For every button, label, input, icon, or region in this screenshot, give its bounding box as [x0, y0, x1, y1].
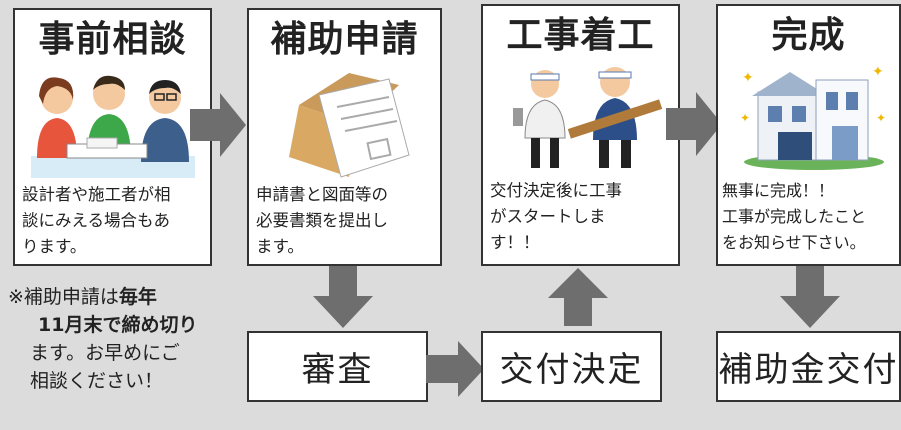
step-desc-line: す！！	[490, 233, 540, 252]
workers-illustration	[513, 67, 663, 168]
house-illustration: ✦ ✦ ✦ ✦	[740, 64, 886, 170]
step-desc-line: 工事が完成したこと	[722, 207, 867, 226]
review-label: 審査	[301, 350, 374, 390]
documents-illustration	[289, 73, 410, 178]
grant-decision-label: 交付決定	[499, 350, 644, 390]
step-desc-line: 談にみえる場合もあ	[22, 211, 171, 230]
review-box: 審査	[247, 331, 428, 402]
subsidy-payment-label: 補助金交付	[718, 350, 899, 390]
grant-decision-box: 交付決定	[481, 331, 662, 402]
arrow-down-icon	[780, 266, 840, 328]
step-desc-line: ります。	[22, 237, 87, 256]
step-desc-line: ます。	[256, 237, 304, 256]
arrow-right-icon	[666, 92, 722, 156]
step-completion-box: 完成 ✦ ✦ ✦ ✦ 無事に完成！！ 工事が完成したこと をお知らせ下さい。	[716, 4, 901, 266]
step-desc-line: 無事に完成！！	[722, 181, 835, 200]
step-desc-line: 必要書類を提出し	[256, 211, 388, 230]
step-desc-line: 交付決定後に工事	[490, 181, 622, 200]
step-desc-line: がスタートしま	[490, 207, 606, 226]
svg-text:✦: ✦	[872, 64, 884, 80]
note-line: ます。お早めにご	[30, 342, 180, 364]
step-desc-line: をお知らせ下さい。	[722, 233, 866, 252]
step-title: 補助申請	[270, 19, 419, 60]
subsidy-payment-box: 補助金交付	[716, 331, 901, 402]
arrow-down-icon	[313, 266, 373, 328]
arrow-right-icon	[426, 341, 484, 397]
step-title: 事前相談	[38, 19, 187, 60]
note-bold-deadline: 11月末で締め切り	[38, 314, 198, 336]
deadline-note: ※補助申請は毎年 11月末で締め切り ます。お早めにご 相談ください！	[8, 283, 248, 395]
svg-text:✦: ✦	[740, 111, 750, 125]
svg-text:✦: ✦	[876, 111, 886, 125]
step-consultation-box: 事前相談 設計者や施工者が相 談にみえる場合もあ ります。	[13, 8, 212, 266]
note-prefix: ※補助申請は	[8, 286, 119, 308]
arrow-up-icon	[548, 268, 608, 326]
step-desc-line: 設計者や施工者が相	[22, 185, 171, 204]
step-desc-line: 申請書と図面等の	[256, 185, 388, 204]
note-bold-yearly: 毎年	[118, 286, 157, 308]
note-line: 相談ください！	[30, 370, 164, 392]
step-title: 完成	[771, 15, 846, 56]
arrow-right-icon	[190, 93, 246, 157]
step-construction-box: 工事着工 交付決定後に工事 がスタートしま す！！	[481, 4, 680, 266]
step-application-box: 補助申請 申請書と図面等の 必要書類を提出し ます。	[247, 8, 442, 266]
consultation-illustration	[31, 75, 195, 178]
svg-text:✦: ✦	[742, 70, 754, 86]
step-title: 工事着工	[506, 15, 655, 56]
